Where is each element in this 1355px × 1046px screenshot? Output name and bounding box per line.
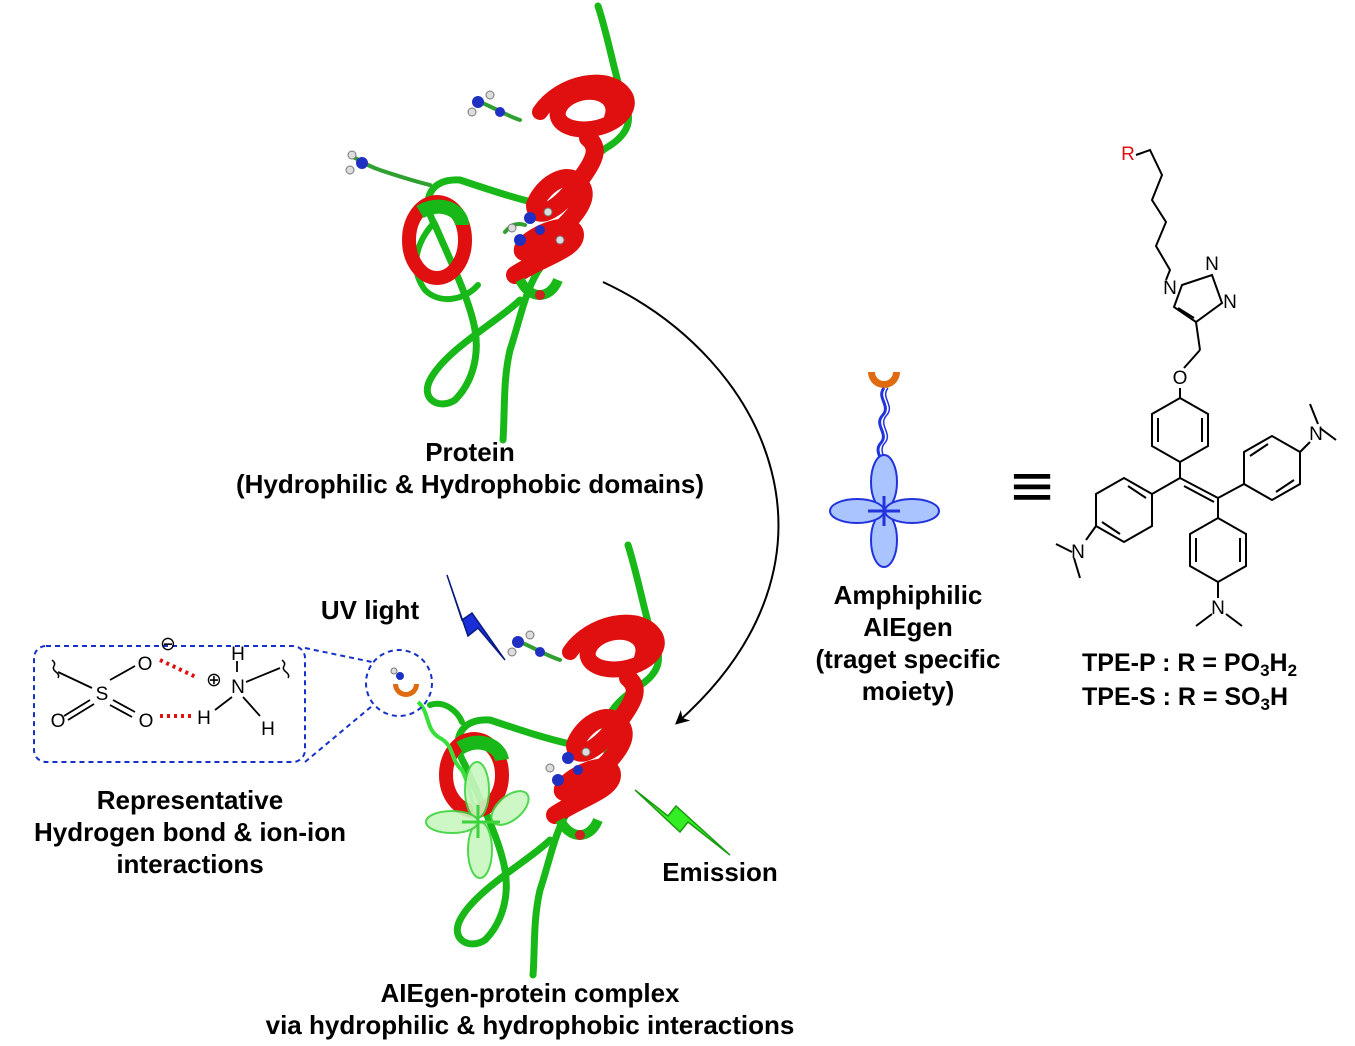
interaction-inset: S O ⊖ O O N ⊕ H H H <box>33 634 306 763</box>
complex-line-1: AIEgen-protein complex <box>380 978 680 1008</box>
amphiphilic-line-2: AIEgen <box>863 612 953 642</box>
tpe-p-mid: H <box>1269 649 1288 677</box>
bound-aiegen <box>416 700 530 879</box>
atom-oxygen-double-right: O <box>139 711 154 732</box>
tpe-s-formula: TPE-S : R = SO3H <box>1082 680 1288 714</box>
minus-charge: ⊖ <box>160 634 176 655</box>
atom-h-bottom: H <box>261 719 275 740</box>
tpe-structure-atoms: R N N N O N N N <box>1071 144 1323 619</box>
protein-sidechains-bottom <box>507 630 591 840</box>
equivalence-sign: ≡ <box>1008 451 1057 519</box>
plus-charge: ⊕ <box>206 670 222 691</box>
protein-helix-main-top <box>506 129 604 284</box>
r-group-label: R <box>1121 144 1135 165</box>
protein-label: Protein (Hydrophilic & Hydrophobic domai… <box>190 436 750 500</box>
alkyl-chain <box>1135 148 1172 281</box>
atom-sulfur: S <box>96 684 109 705</box>
protein-coil-bottom-tail <box>427 700 465 725</box>
tpe-s-sub1: 3 <box>1260 695 1270 714</box>
bound-aiegen-head <box>393 684 419 697</box>
aiegen-head <box>868 372 900 388</box>
triazole-n1: N <box>1163 278 1177 299</box>
emission-text: Emission <box>662 857 778 887</box>
protein-structure-bottom <box>390 541 665 979</box>
connector-line-bottom <box>304 705 373 763</box>
representative-line-3: interactions <box>116 849 264 879</box>
atom-oxygen-double-left: O <box>51 711 66 732</box>
representative-line-1: Representative <box>96 785 284 815</box>
atom-nitrogen: N <box>231 677 245 698</box>
protein-label-title: Protein <box>425 437 515 467</box>
phenyl-top <box>1151 396 1209 464</box>
uv-light-text: UV light <box>320 595 420 625</box>
protein-coil-top-loop2 <box>413 222 481 303</box>
amphiphilic-line-3: (traget specific <box>815 644 1001 674</box>
transformation-arrow <box>602 281 780 725</box>
ethylene-double-bond <box>1179 477 1219 499</box>
representative-label: Representative Hydrogen bond & ion-ion i… <box>0 784 380 880</box>
tpe-p-prefix: TPE-P : R = PO <box>1082 649 1261 677</box>
phenyl-right <box>1243 434 1301 502</box>
uv-light-bolt <box>446 574 506 661</box>
atom-h-left: H <box>197 708 211 729</box>
atom-oxygen-minus: O <box>138 654 153 675</box>
protein-helix-top-ribbon-bottom <box>562 614 665 678</box>
nme2-left-n: N <box>1071 542 1085 563</box>
tpe-s-mid: H <box>1269 683 1289 711</box>
amphiphilic-label: Amphiphilic AIEgen (traget specific moie… <box>790 579 1026 707</box>
protein-helix-main-bottom <box>546 669 644 824</box>
triazole-ring <box>1172 273 1224 324</box>
representative-line-2: Hydrogen bond & ion-ion <box>34 817 346 847</box>
protein-sidechains-top <box>345 90 565 300</box>
uv-light-label: UV light <box>300 594 440 626</box>
tpe-structure <box>1055 148 1337 627</box>
interaction-inset-box <box>33 645 306 763</box>
nme2-right-n: N <box>1309 424 1323 445</box>
complex-label: AIEgen-protein complex via hydrophilic &… <box>240 977 820 1041</box>
protein-helix-left-bottom-green <box>456 735 509 763</box>
protein-coil-bottom-loop <box>454 716 579 948</box>
interaction-highlight-circle <box>365 649 433 717</box>
amphiphilic-aiegen-icon <box>829 372 940 568</box>
emission-bolt <box>634 789 731 856</box>
tpe-p-sub1: 3 <box>1260 661 1270 680</box>
tpe-p-formula: TPE-P : R = PO3H2 <box>1082 646 1297 680</box>
triazole-n3: N <box>1223 292 1237 313</box>
emission-label: Emission <box>640 856 800 888</box>
wavy-bond-left <box>51 659 60 679</box>
complex-line-2: via hydrophilic & hydrophobic interactio… <box>265 1010 795 1040</box>
protein-helix-left-top-green <box>416 199 469 227</box>
bound-aiegen-petal <box>467 821 493 879</box>
tpe-p-sub2: 2 <box>1287 661 1298 680</box>
protein-helix-top-ribbon <box>532 74 635 138</box>
tpe-s-prefix: TPE-S : R = SO <box>1082 683 1261 711</box>
wavy-bond-right <box>281 659 290 679</box>
amphiphilic-line-1: Amphiphilic <box>833 580 983 610</box>
nme2-bottom-n: N <box>1211 598 1225 619</box>
atom-h-top: H <box>231 644 245 665</box>
protein-coil-top-loop <box>424 176 549 408</box>
ether-oxygen: O <box>1173 368 1188 389</box>
triazole-n2: N <box>1205 254 1219 275</box>
hbond-dotted-top <box>159 658 199 680</box>
amphiphilic-line-4: moiety) <box>861 676 955 706</box>
protein-structure-top <box>345 2 635 444</box>
phenyl-bottom <box>1189 516 1247 584</box>
phenyl-left <box>1095 476 1153 544</box>
protein-label-subtitle: (Hydrophilic & Hydrophobic domains) <box>235 469 704 499</box>
connector-line-top <box>304 647 373 663</box>
